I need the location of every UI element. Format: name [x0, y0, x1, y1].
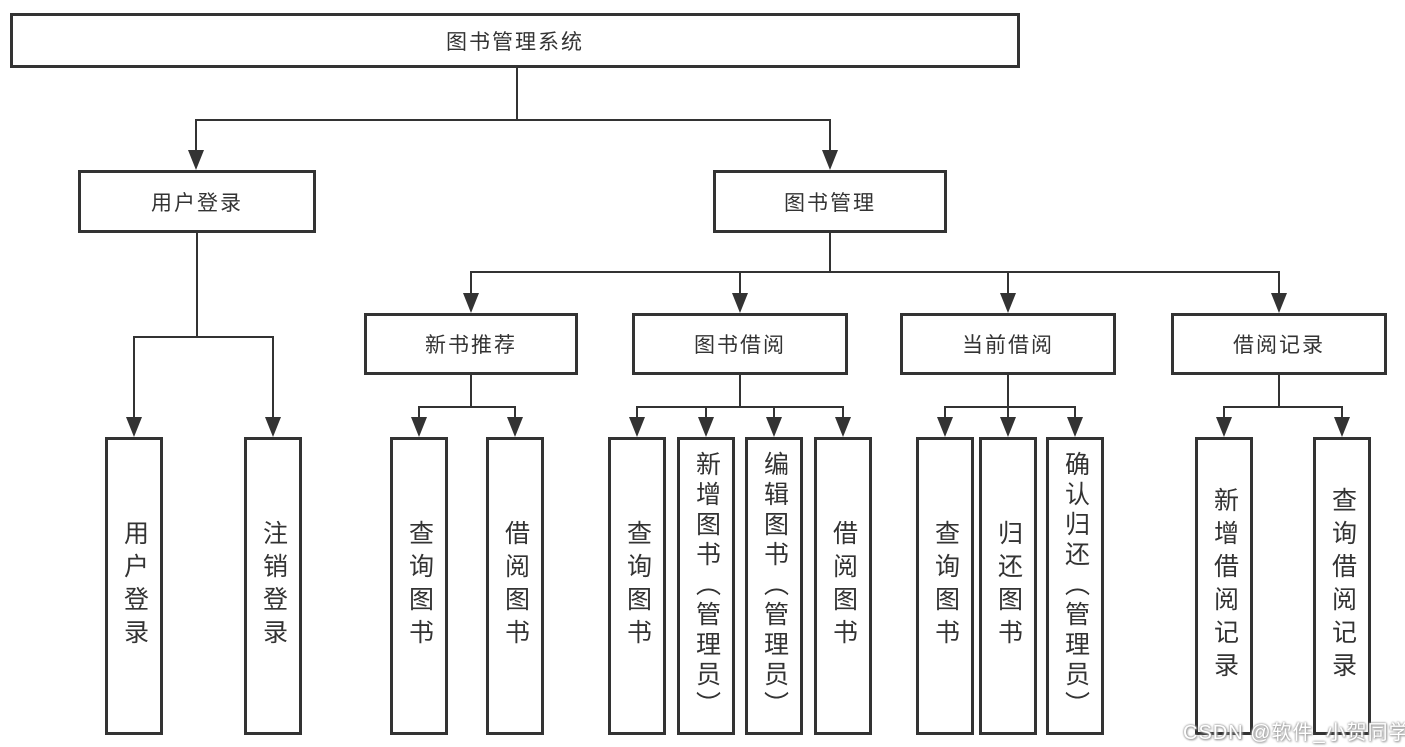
arrowhead-down: [835, 417, 851, 437]
v-drop: [1223, 406, 1225, 419]
arrowhead-down: [463, 293, 479, 313]
node-leaf-query-books-borrowing: 查询图书: [608, 437, 666, 735]
v-drop: [829, 119, 831, 152]
v-stem: [1278, 375, 1280, 408]
node-label: 用户登录: [151, 191, 243, 215]
node-label: 查询图书: [623, 520, 652, 652]
h-bar: [944, 406, 1076, 408]
v-drop: [470, 271, 472, 295]
arrowhead-down: [1000, 417, 1016, 437]
node-leaf-logout: 注销登录: [244, 437, 302, 735]
v-drop: [739, 271, 741, 295]
node-leaf-return-books: 归还图书: [979, 437, 1037, 735]
node-label: 注销登录: [259, 520, 288, 652]
node-new-book-recommend: 新书推荐: [364, 313, 578, 375]
arrowhead-down: [265, 417, 281, 437]
node-user-login: 用户登录: [78, 170, 316, 233]
v-drop: [842, 406, 844, 419]
node-label: 图书借阅: [694, 334, 786, 357]
node-label: 当前借阅: [962, 334, 1054, 357]
arrowhead-down: [1067, 417, 1083, 437]
arrowhead-down: [766, 417, 782, 437]
arrowhead-down: [1334, 417, 1350, 437]
node-label: 新书推荐: [425, 334, 517, 357]
node-label: 用户登录: [120, 520, 149, 652]
watermark-text: CSDN @软件_小贺同学: [1183, 722, 1405, 744]
arrowhead-down: [698, 417, 714, 437]
node-root: 图书管理系统: [10, 13, 1020, 68]
node-label: 借阅图书: [829, 520, 858, 652]
node-leaf-query-books-recommend: 查询图书: [390, 437, 448, 735]
h-bar: [636, 406, 844, 408]
node-leaf-add-books-admin: 新增图书（管理员）: [677, 437, 735, 735]
node-leaf-query-borrow-record: 查询借阅记录: [1313, 437, 1371, 735]
v-stem: [470, 375, 472, 408]
arrowhead-down: [937, 417, 953, 437]
arrowhead-down: [822, 150, 838, 170]
arrowhead-down: [629, 417, 645, 437]
node-leaf-borrow-books: 借阅图书: [814, 437, 872, 735]
v-drop: [1007, 271, 1009, 295]
v-drop: [1074, 406, 1076, 419]
node-label: 查询图书: [405, 520, 434, 652]
node-leaf-confirm-return-admin: 确认归还（管理员）: [1046, 437, 1104, 735]
arrowhead-down: [1271, 293, 1287, 313]
node-label: 查询借阅记录: [1328, 487, 1357, 685]
v-drop: [418, 406, 420, 419]
v-drop: [133, 336, 135, 419]
node-current-borrowing: 当前借阅: [900, 313, 1116, 375]
node-leaf-borrow-books-recommend: 借阅图书: [486, 437, 544, 735]
v-drop: [1341, 406, 1343, 419]
v-stem: [739, 375, 741, 408]
v-drop: [195, 119, 197, 152]
node-leaf-query-books-current: 查询图书: [916, 437, 974, 735]
v-drop: [1007, 406, 1009, 419]
v-stem: [196, 233, 198, 338]
node-leaf-add-borrow-record: 新增借阅记录: [1195, 437, 1253, 735]
node-label: 确认归还（管理员）: [1061, 451, 1090, 721]
node-label: 借阅图书: [501, 520, 530, 652]
v-drop: [272, 336, 274, 419]
node-leaf-user-login: 用户登录: [105, 437, 163, 735]
node-label: 新增图书（管理员）: [692, 451, 721, 721]
node-label: 编辑图书（管理员）: [760, 451, 789, 721]
v-drop: [1278, 271, 1280, 295]
node-book-management: 图书管理: [713, 170, 947, 233]
node-leaf-edit-books-admin: 编辑图书（管理员）: [745, 437, 803, 735]
node-label: 新增借阅记录: [1210, 487, 1239, 685]
v-drop: [514, 406, 516, 419]
arrowhead-down: [1000, 293, 1016, 313]
h-bar: [418, 406, 516, 408]
v-drop: [944, 406, 946, 419]
arrowhead-down: [507, 417, 523, 437]
node-label: 归还图书: [994, 520, 1023, 652]
node-borrow-records: 借阅记录: [1171, 313, 1387, 375]
v-drop: [773, 406, 775, 419]
h-bar: [133, 336, 274, 338]
node-book-borrowing: 图书借阅: [632, 313, 848, 375]
v-stem: [829, 233, 831, 273]
arrowhead-down: [188, 150, 204, 170]
v-drop: [636, 406, 638, 419]
node-label: 图书管理: [784, 191, 876, 215]
h-bar: [470, 271, 1280, 273]
v-stem: [516, 68, 518, 120]
v-drop: [705, 406, 707, 419]
arrowhead-down: [126, 417, 142, 437]
v-stem: [1007, 375, 1009, 408]
node-label: 查询图书: [931, 520, 960, 652]
arrowhead-down: [732, 293, 748, 313]
h-bar: [195, 119, 831, 121]
arrowhead-down: [411, 417, 427, 437]
node-label: 图书管理系统: [446, 30, 584, 54]
node-label: 借阅记录: [1233, 334, 1325, 357]
h-bar: [1223, 406, 1343, 408]
arrowhead-down: [1216, 417, 1232, 437]
